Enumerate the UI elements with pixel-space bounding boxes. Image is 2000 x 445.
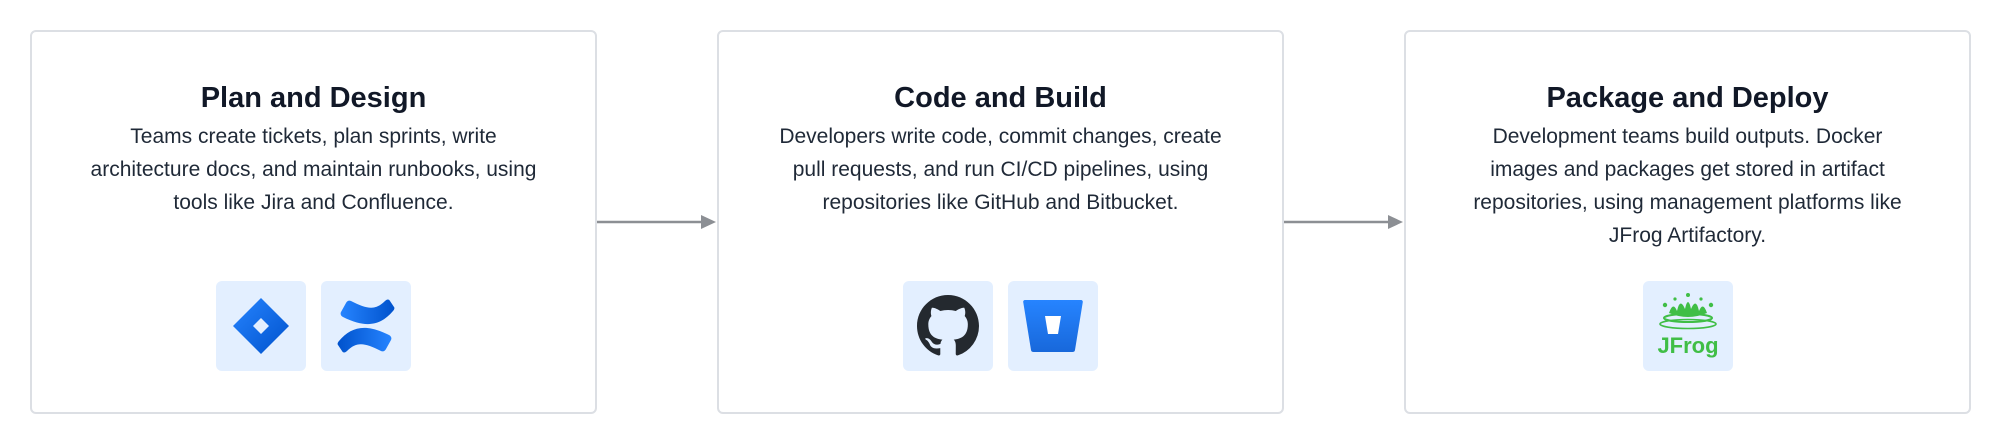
stage-icons <box>719 281 1282 371</box>
stage-title: Plan and Design <box>200 82 427 114</box>
stage-title: Code and Build <box>894 82 1107 114</box>
github-icon <box>903 281 993 371</box>
jfrog-icon: JFrog <box>1642 281 1733 371</box>
stage-icons <box>32 281 595 371</box>
bitbucket-icon <box>1008 281 1098 371</box>
jira-icon <box>216 281 306 371</box>
stage-description: Development teams build outputs. Docker … <box>1473 125 1902 247</box>
stage-card-code-and-build: Code and Build Developers write code, co… <box>717 30 1284 414</box>
stage-card-plan-and-design: Plan and Design Teams create tickets, pl… <box>30 30 597 414</box>
stage-title: Package and Deploy <box>1546 82 1829 114</box>
jfrog-wordmark: JFrog <box>1657 333 1718 358</box>
stage-description: Developers write code, commit changes, c… <box>779 125 1222 214</box>
stage-description: Teams create tickets, plan sprints, writ… <box>90 125 537 214</box>
flow-arrow <box>1284 215 1403 229</box>
confluence-icon <box>321 281 411 371</box>
flow-arrow <box>597 215 716 229</box>
stage-icons: JFrog <box>1406 281 1969 371</box>
stage-card-package-and-deploy: Package and Deploy Development teams bui… <box>1404 30 1971 414</box>
